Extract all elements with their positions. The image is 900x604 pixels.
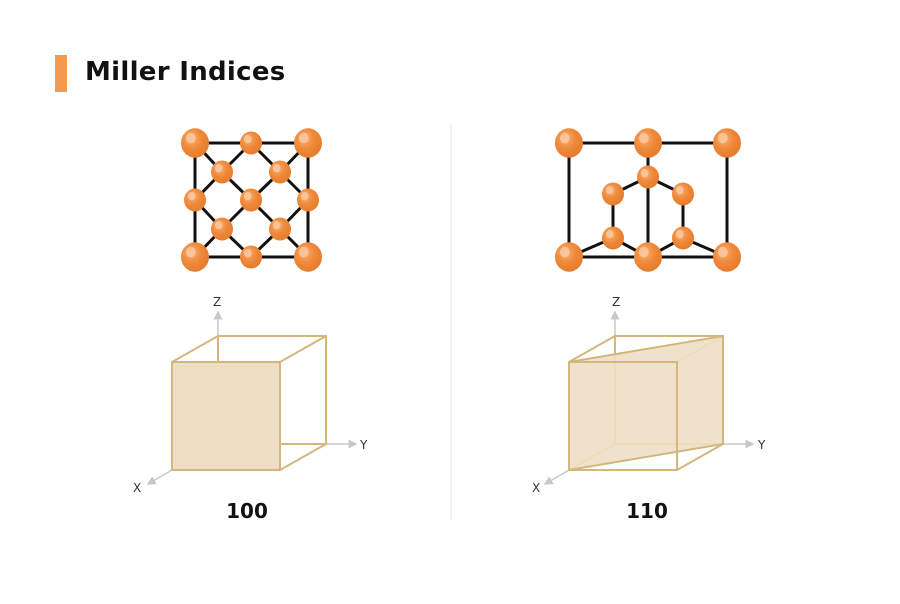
atom-highlight — [185, 246, 196, 258]
atom — [240, 245, 262, 269]
x-axis — [146, 469, 173, 485]
atom-highlight — [638, 132, 649, 144]
atom-highlight — [243, 134, 252, 144]
atom — [713, 128, 741, 158]
atom-highlight — [298, 132, 309, 144]
page-title: Miller Indices — [85, 57, 286, 87]
atom — [634, 242, 662, 272]
atom-highlight — [300, 191, 309, 201]
atom — [240, 131, 262, 155]
atom — [184, 188, 206, 212]
atom — [713, 242, 741, 272]
z-axis-label: Z — [213, 295, 221, 309]
atom — [294, 242, 322, 272]
atom — [555, 242, 583, 272]
lattice-100 — [181, 128, 322, 272]
atom — [297, 188, 319, 212]
atom-highlight — [605, 229, 614, 239]
atom — [634, 128, 662, 158]
atom-highlight — [675, 229, 684, 239]
miller-plane — [171, 361, 281, 471]
cube-edge — [279, 443, 327, 471]
title-accent-bar — [55, 55, 67, 92]
atom-highlight — [298, 246, 309, 258]
atom — [269, 217, 291, 241]
atom — [672, 182, 694, 206]
atom-highlight — [559, 132, 570, 144]
cube-edge — [676, 443, 724, 471]
atom — [294, 128, 322, 158]
miller-index-label: 100 — [226, 499, 268, 523]
lattice-110 — [555, 128, 741, 272]
x-axis-label: X — [532, 481, 540, 495]
atom-highlight — [214, 163, 223, 173]
x-axis-label: X — [133, 481, 141, 495]
atom — [602, 182, 624, 206]
atom-highlight — [272, 220, 281, 230]
miller-plane — [568, 334, 724, 472]
atom — [211, 217, 233, 241]
z-axis-label: Z — [612, 295, 620, 309]
atom — [602, 226, 624, 250]
atom-highlight — [717, 132, 728, 144]
atom — [181, 242, 209, 272]
atom-highlight — [243, 248, 252, 258]
atom-highlight — [717, 246, 728, 258]
atom-highlight — [638, 246, 649, 258]
atom — [181, 128, 209, 158]
x-axis — [543, 469, 570, 485]
atom — [672, 226, 694, 250]
atom-highlight — [559, 246, 570, 258]
atom — [555, 128, 583, 158]
atom — [269, 160, 291, 184]
atom-highlight — [605, 185, 614, 195]
atom — [240, 188, 262, 212]
cube-edge — [279, 335, 327, 363]
atom-highlight — [187, 191, 196, 201]
atom-highlight — [640, 168, 649, 178]
y-axis-label: Y — [359, 438, 368, 452]
atom — [211, 160, 233, 184]
atom-highlight — [185, 132, 196, 144]
atom-highlight — [243, 191, 252, 201]
cube-edge — [568, 335, 616, 363]
atom — [637, 165, 659, 189]
y-axis-label: Y — [757, 438, 766, 452]
atom-highlight — [675, 185, 684, 195]
cube-100 — [146, 310, 358, 485]
cube-110 — [543, 310, 755, 485]
atom-highlight — [214, 220, 223, 230]
atom-highlight — [272, 163, 281, 173]
cube-edge — [171, 335, 219, 363]
miller-index-label: 110 — [626, 499, 668, 523]
cube-front-face — [568, 361, 678, 471]
